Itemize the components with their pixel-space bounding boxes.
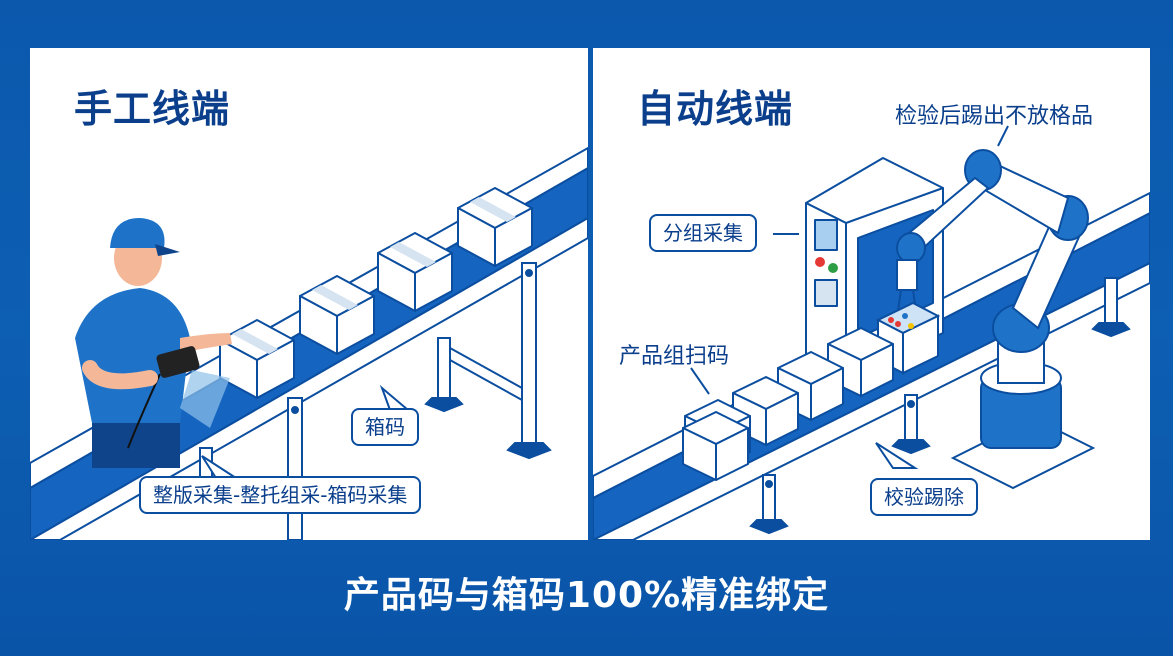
manual-process-label: 整版采集-整托组采-箱码采集 [139,476,422,514]
automatic-line-illustration [593,125,1150,540]
boxes [219,187,533,399]
automatic-line-title: 自动线端 [637,87,794,131]
reject-label: 检验后踢出不放格品 [895,104,1094,129]
automatic-line-panel: 自动线端 检验后踢出不放格品 分组采集 产品组扫码 校验踢除 [593,48,1150,540]
green-indicator-light [828,263,838,273]
verify-reject-label: 校验踢除 [870,478,978,516]
box [457,187,533,267]
robot-arm [896,149,1096,490]
callout-pointers [875,442,919,469]
conveyor-legs [749,277,1131,535]
box-code-label: 箱码 [351,408,419,446]
box [377,232,453,312]
callout-lines [690,125,1009,395]
red-indicator-light [815,257,825,267]
manual-line-illustration [30,146,588,540]
box [299,275,375,355]
manual-line-panel: 手工线端 箱码 整版采集-整托组采-箱码采集 [30,48,588,540]
box [827,327,894,397]
box [219,319,295,399]
manual-line-title: 手工线端 [74,87,231,131]
worker-figure [75,218,232,468]
group-scan-label: 产品组扫码 [619,344,730,369]
box [682,411,749,481]
boxes [682,327,894,481]
caption: 产品码与箱码100%精准绑定 [343,575,830,616]
group-collect-label: 分组采集 [649,214,757,252]
